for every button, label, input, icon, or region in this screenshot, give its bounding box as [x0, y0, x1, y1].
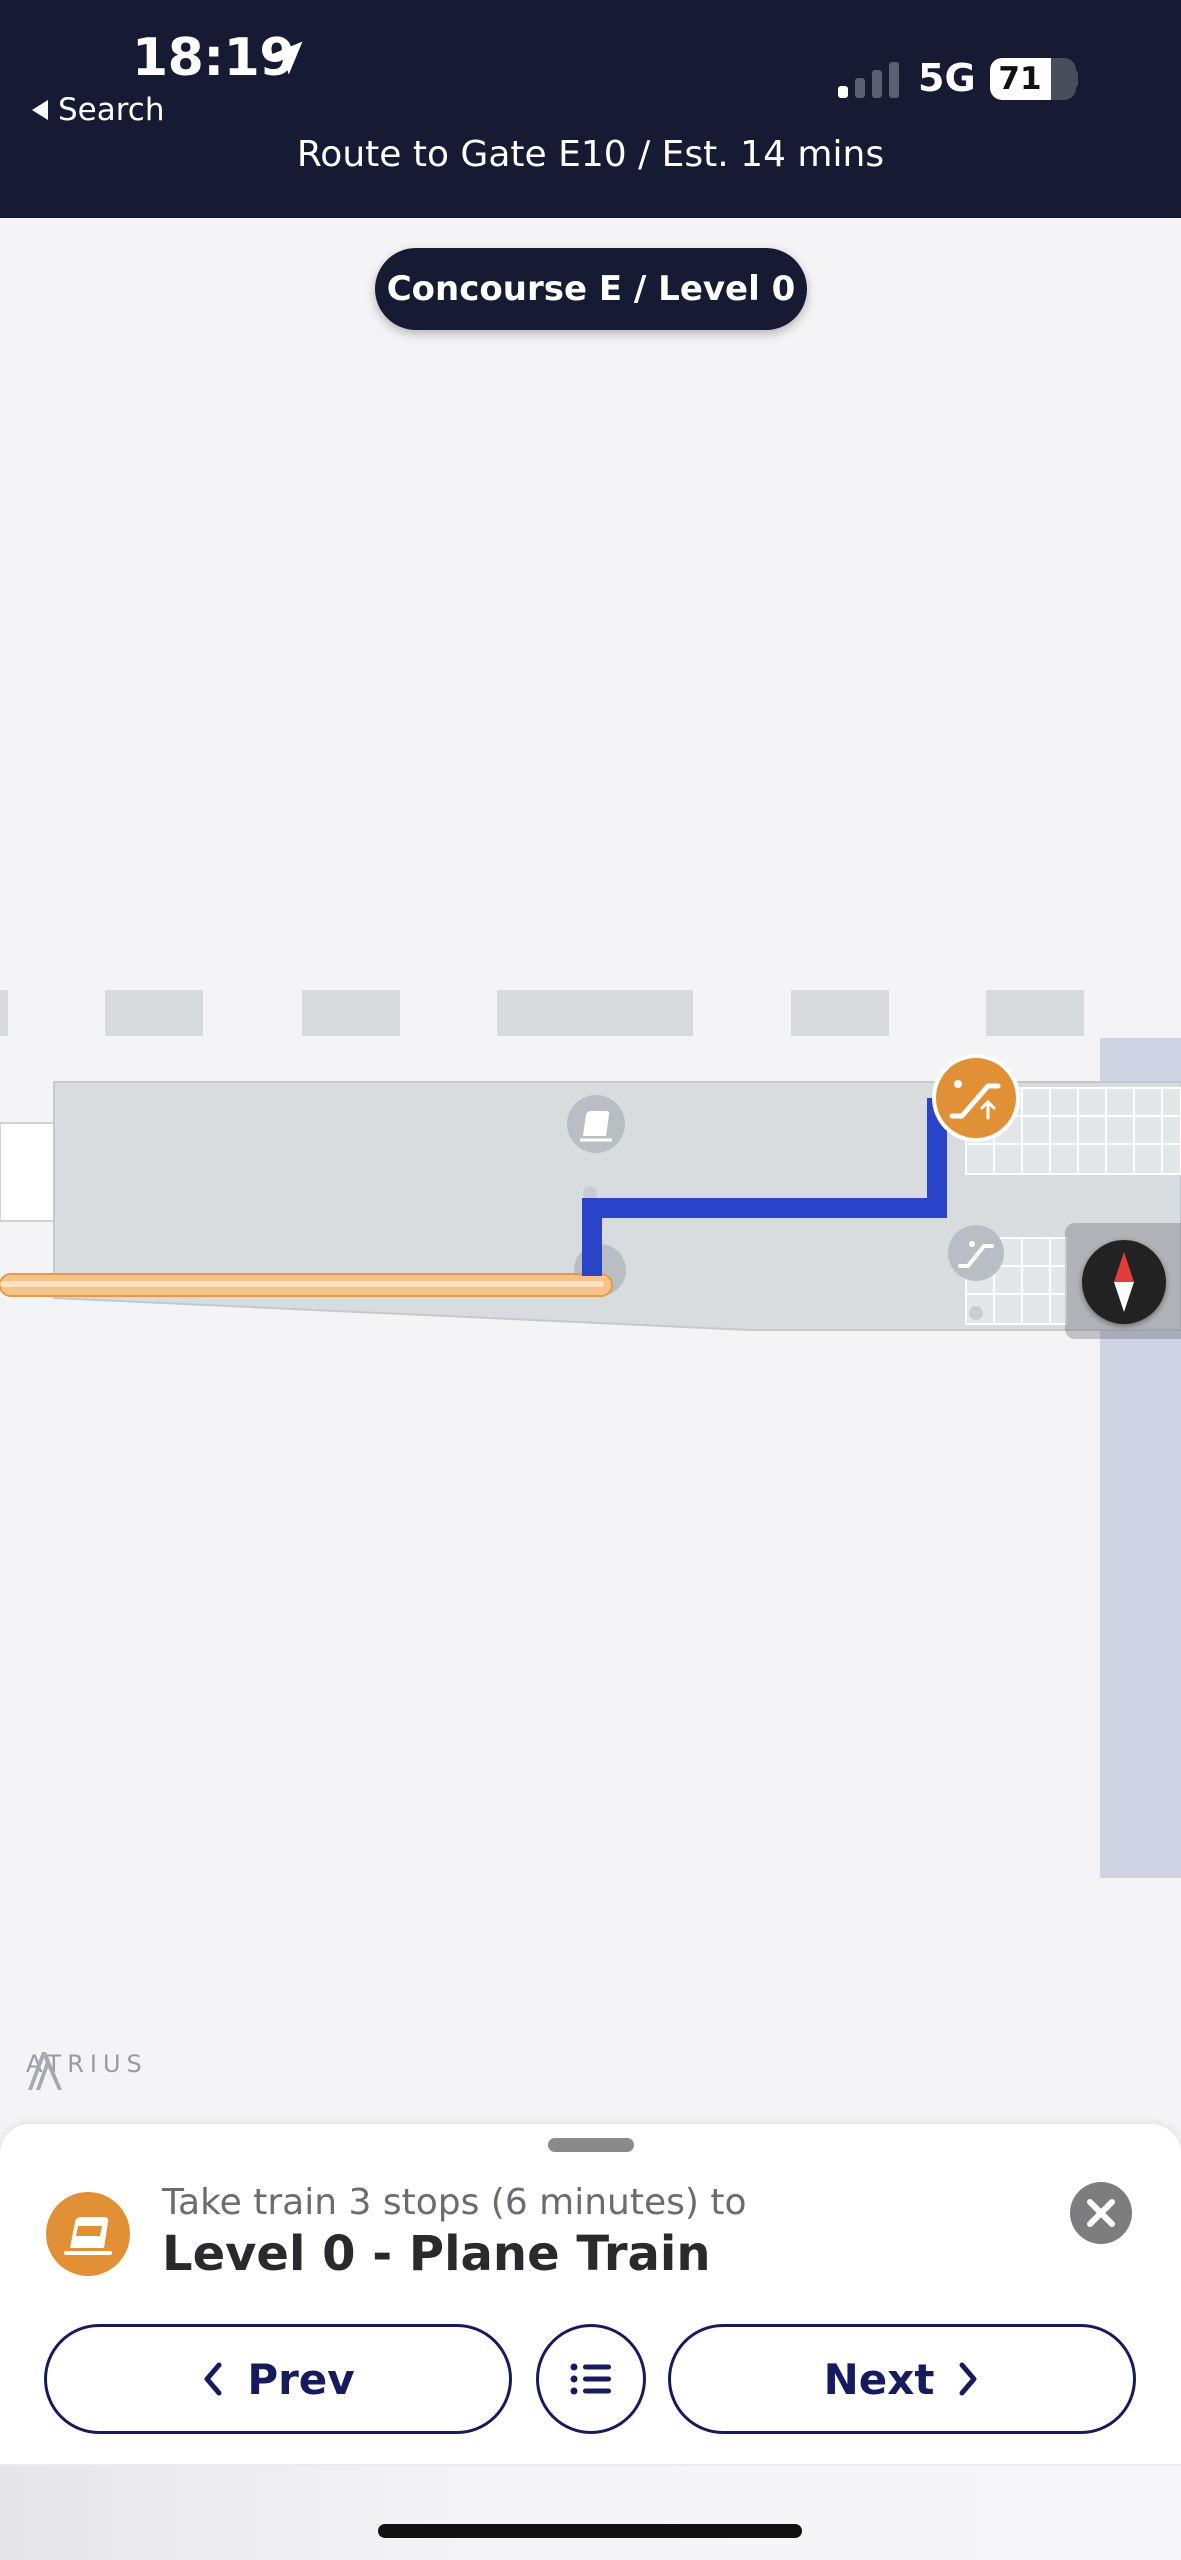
back-triangle-icon — [32, 100, 48, 120]
level-indicator[interactable]: Concourse E / Level 0 — [375, 248, 807, 330]
network-type: 5G — [918, 56, 976, 100]
step-instruction: Take train 3 stops (6 minutes) to — [162, 2182, 747, 2223]
prev-button[interactable]: Prev — [44, 2324, 512, 2434]
platform-block — [0, 1122, 57, 1222]
compass-icon — [1082, 1240, 1166, 1324]
list-icon — [570, 2363, 611, 2395]
escalator-poi-icon[interactable] — [948, 1225, 1004, 1281]
map-view[interactable]: Concourse E / Level 0 ATRIUS — [0, 218, 1181, 2124]
cellular-signal-icon — [838, 62, 899, 98]
step-list-button[interactable] — [536, 2324, 646, 2434]
next-label: Next — [823, 2354, 935, 2404]
marker-dot — [583, 1186, 597, 1200]
battery-indicator: 71 — [990, 58, 1076, 100]
home-strip — [0, 2464, 1181, 2560]
battery-fill — [990, 58, 1052, 100]
train-icon — [46, 2192, 130, 2276]
back-to-search-link[interactable]: Search — [32, 92, 165, 128]
next-button[interactable]: Next — [668, 2324, 1136, 2434]
back-label: Search — [58, 92, 165, 128]
chevron-left-icon — [204, 2362, 222, 2396]
marker-dot — [969, 1306, 983, 1320]
prev-label: Prev — [247, 2354, 355, 2404]
status-time: 18:19 — [132, 28, 296, 88]
battery-percent: 71 — [998, 61, 1042, 97]
train-poi-icon[interactable] — [567, 1095, 625, 1153]
step-destination: Level 0 - Plane Train — [162, 2226, 711, 2282]
home-indicator[interactable] — [378, 2524, 802, 2538]
walking-route-line — [582, 1098, 947, 1276]
header-bar: 18:19 Search 5G 71 Route to Gate E10 / E… — [0, 0, 1181, 218]
route-title: Route to Gate E10 / Est. 14 mins — [296, 134, 885, 175]
escalator-up-icon[interactable] — [932, 1054, 1020, 1142]
close-icon — [1087, 2199, 1115, 2227]
floor-plan[interactable] — [0, 218, 1181, 2124]
battery-cap — [1072, 70, 1078, 88]
location-arrow-icon — [269, 41, 303, 75]
atrius-logo-icon — [28, 2052, 62, 2090]
track-markers — [0, 990, 1084, 1036]
atrius-logo: ATRIUS — [26, 2050, 148, 2090]
chevron-right-icon — [959, 2362, 977, 2396]
compass-control[interactable] — [1065, 1223, 1181, 1339]
sheet-grabber[interactable] — [548, 2138, 634, 2152]
close-button[interactable] — [1070, 2182, 1132, 2244]
